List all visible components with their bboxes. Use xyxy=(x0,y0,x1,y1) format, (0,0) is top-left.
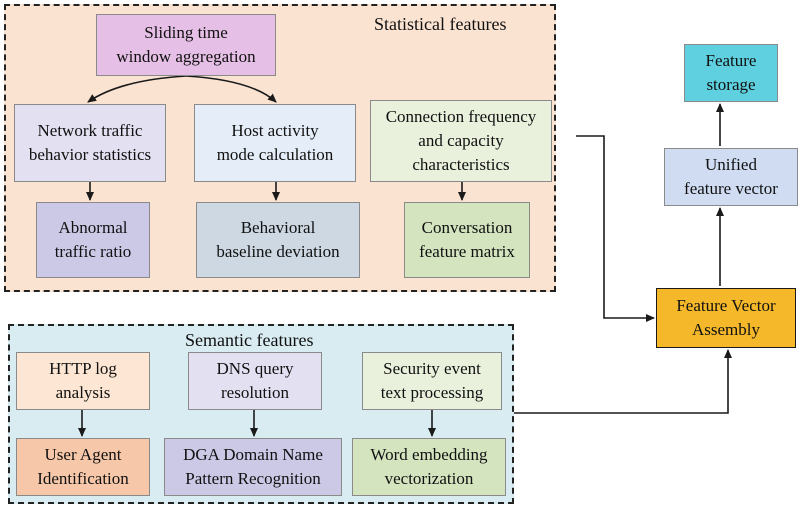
dns-query-node: DNS query resolution xyxy=(188,352,322,410)
feature-vector-assembly-node: Feature Vector Assembly xyxy=(656,288,796,348)
feature-storage-node: Feature storage xyxy=(684,44,778,102)
conversation-matrix-node: Conversation feature matrix xyxy=(404,202,530,278)
connection-frequency-node: Connection frequency and capacity charac… xyxy=(370,100,552,182)
unified-feature-vector-node: Unified feature vector xyxy=(664,148,798,206)
word-embedding-node: Word embedding vectorization xyxy=(352,438,506,496)
abnormal-traffic-node: Abnormal traffic ratio xyxy=(36,202,150,278)
statistical-features-label: Statistical features xyxy=(374,14,507,34)
dga-domain-node: DGA Domain Name Pattern Recognition xyxy=(164,438,342,496)
semantic-features-label: Semantic features xyxy=(185,330,314,350)
network-traffic-node: Network traffic behavior statistics xyxy=(14,104,166,182)
security-event-node: Security event text processing xyxy=(362,352,502,410)
sliding-time-window-node: Sliding time window aggregation xyxy=(96,14,276,76)
arrow-semantic-to-assembly xyxy=(514,349,732,414)
arrow-statistical-to-assembly xyxy=(576,135,655,322)
behavioral-baseline-node: Behavioral baseline deviation xyxy=(196,202,360,278)
user-agent-node: User Agent Identification xyxy=(16,438,150,496)
http-log-node: HTTP log analysis xyxy=(16,352,150,410)
host-activity-node: Host activity mode calculation xyxy=(194,104,356,182)
